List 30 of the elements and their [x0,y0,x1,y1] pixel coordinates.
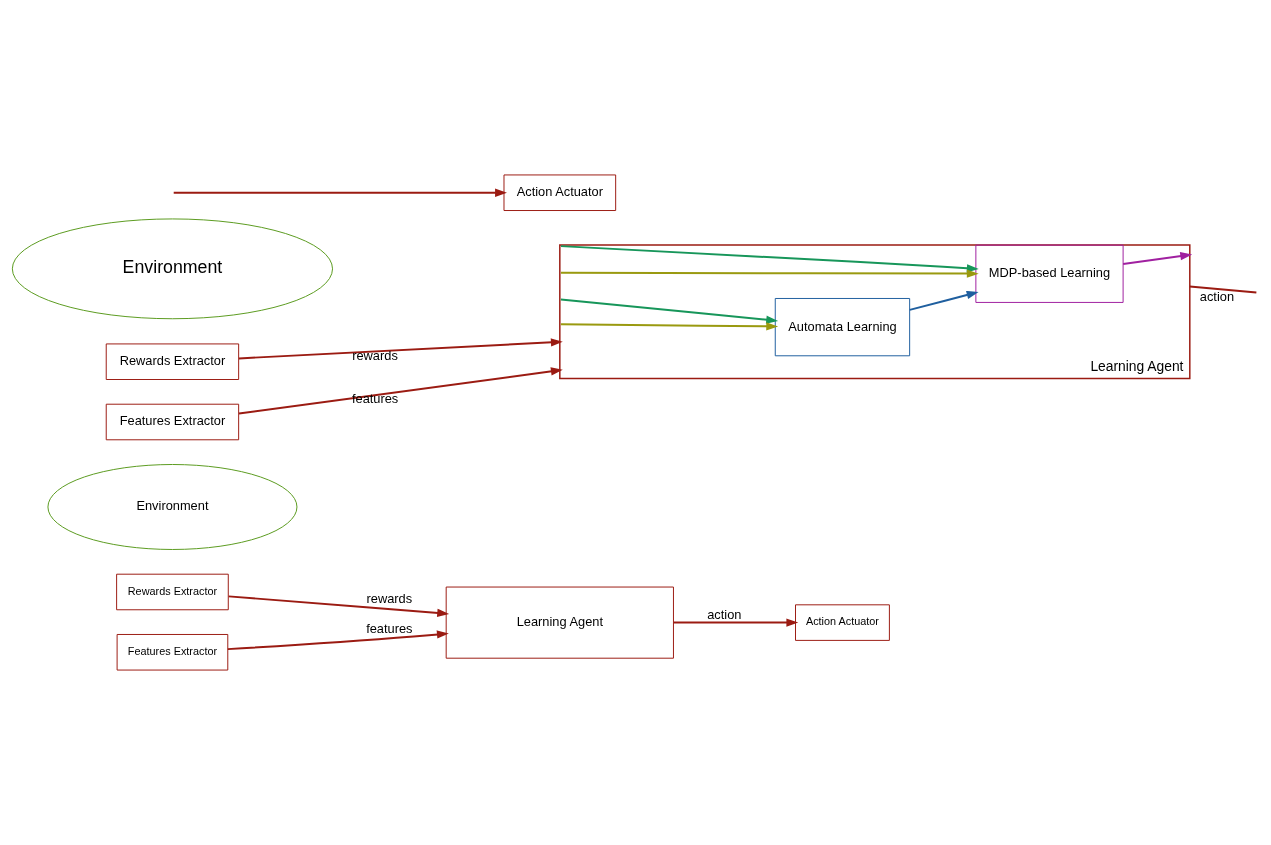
node-box: MDP-based Learning [975,244,1124,303]
arrow [559,269,979,278]
arrow [238,367,563,415]
arrow [226,630,449,651]
arrow [672,618,799,627]
arrow [560,245,979,273]
node-box: Features Extractor [105,403,240,441]
arrow [1122,252,1193,265]
edge-label: action [1199,288,1235,304]
edge-label: rewards [352,348,398,364]
edge-label: features [351,390,399,406]
connector [1188,285,1258,294]
arrow [237,338,563,360]
node-box: Action Actuator [795,604,890,641]
node-box: Automata Learning [774,298,911,357]
edge-label: rewards [366,591,413,607]
arrow [227,595,450,618]
node-box: Rewards Extractor [105,343,240,380]
edge-label: features [366,620,413,636]
node-ellipse: Environment [11,218,334,320]
arrow [172,188,507,197]
arrow [559,322,779,331]
node-ellipse: Environment [47,464,298,550]
edge-label: action [707,607,742,623]
node-box: Features Extractor [116,633,229,671]
node-box: Action Actuator [503,174,617,212]
arrow [559,298,779,324]
arrow [908,290,979,311]
node-box: Rewards Extractor [116,573,229,611]
node-box: Learning Agent [445,586,674,659]
